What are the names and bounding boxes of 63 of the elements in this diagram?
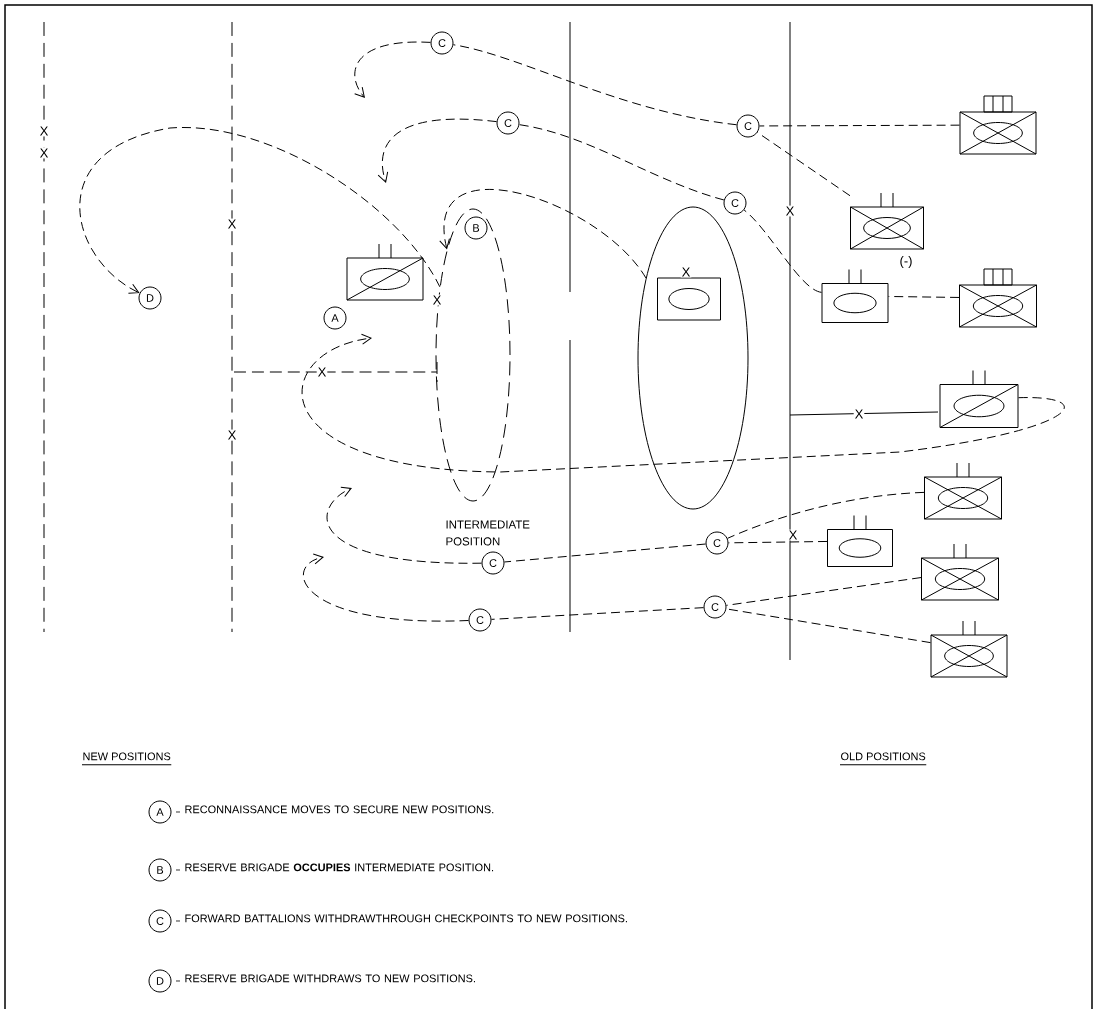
echelon-mark: X xyxy=(318,367,327,377)
unit-symbol xyxy=(959,268,1037,328)
unit-symbol xyxy=(921,543,999,601)
circled-letter: D xyxy=(138,286,162,310)
echelon-mark: (-) xyxy=(900,255,912,269)
heading: OLD POSITIONS xyxy=(841,752,926,761)
circled-letter: C xyxy=(148,909,172,933)
unit-symbol xyxy=(850,192,924,250)
unit-symbol xyxy=(939,370,1019,428)
route-line xyxy=(759,124,960,127)
legend-text: RECONNAISSANCE MOVES TO SECURE NEW POSITIONS. xyxy=(185,805,494,814)
circled-letter: A xyxy=(323,306,347,330)
circled-letter: A xyxy=(148,800,172,824)
echelon-mark: X xyxy=(40,126,49,136)
position-label: INTERMEDIATE POSITION xyxy=(446,520,530,546)
route-arrow xyxy=(377,118,498,183)
legend-text: RESERVE BRIGADE OCCUPIES INTERMEDIATE POSITION. xyxy=(185,863,494,872)
echelon-mark: X xyxy=(228,219,237,229)
route-line xyxy=(728,540,828,544)
circled-letter: D xyxy=(148,969,172,993)
circled-letter: C xyxy=(468,608,492,632)
circled-letter: C xyxy=(430,31,454,55)
route-line xyxy=(503,543,707,563)
route-line xyxy=(491,607,704,620)
echelon-mark: X xyxy=(789,530,798,540)
route-line xyxy=(727,491,925,539)
unit-symbol xyxy=(657,277,721,321)
circled-letter: C xyxy=(705,531,729,555)
position-ellipse xyxy=(637,206,749,510)
route-arrow xyxy=(354,41,432,98)
unit-symbol xyxy=(346,243,424,301)
unit-symbol xyxy=(821,269,889,323)
legend-text: FORWARD BATTALIONS WITHDRAWTHROUGH CHECKPOINTS TO NEW POSITIONS. xyxy=(185,914,627,923)
echelon-mark: X xyxy=(786,206,795,216)
route-arrow xyxy=(326,486,482,564)
circled-letter: C xyxy=(736,114,760,138)
heading: NEW POSITIONS xyxy=(83,752,171,761)
route-line xyxy=(518,124,725,201)
circled-letter: B xyxy=(464,216,488,240)
circled-letter: B xyxy=(148,858,172,882)
route-line xyxy=(757,132,851,197)
route-line xyxy=(743,209,822,293)
unit-symbol xyxy=(924,462,1002,520)
circled-letter: C xyxy=(703,595,727,619)
route-line xyxy=(452,44,738,126)
echelon-mark: X xyxy=(228,430,237,440)
echelon-mark: X xyxy=(682,267,691,277)
route-arrow xyxy=(303,553,469,622)
echelon-mark: X xyxy=(433,295,442,305)
legend-text: RESERVE BRIGADE WITHDRAWS TO NEW POSITIONS. xyxy=(185,974,475,983)
route-arrow xyxy=(301,333,1065,473)
circled-letter: C xyxy=(481,551,505,575)
unit-symbol xyxy=(827,515,893,567)
unit-symbol xyxy=(959,95,1037,155)
echelon-mark: X xyxy=(855,409,864,419)
echelon-mark: X xyxy=(40,148,49,158)
circled-letter: C xyxy=(723,191,747,215)
route-arrow xyxy=(439,189,647,279)
unit-symbol xyxy=(930,620,1008,678)
route-line xyxy=(725,577,922,606)
circled-letter: C xyxy=(496,111,520,135)
route-line xyxy=(888,295,960,298)
position-ellipse xyxy=(435,208,511,502)
